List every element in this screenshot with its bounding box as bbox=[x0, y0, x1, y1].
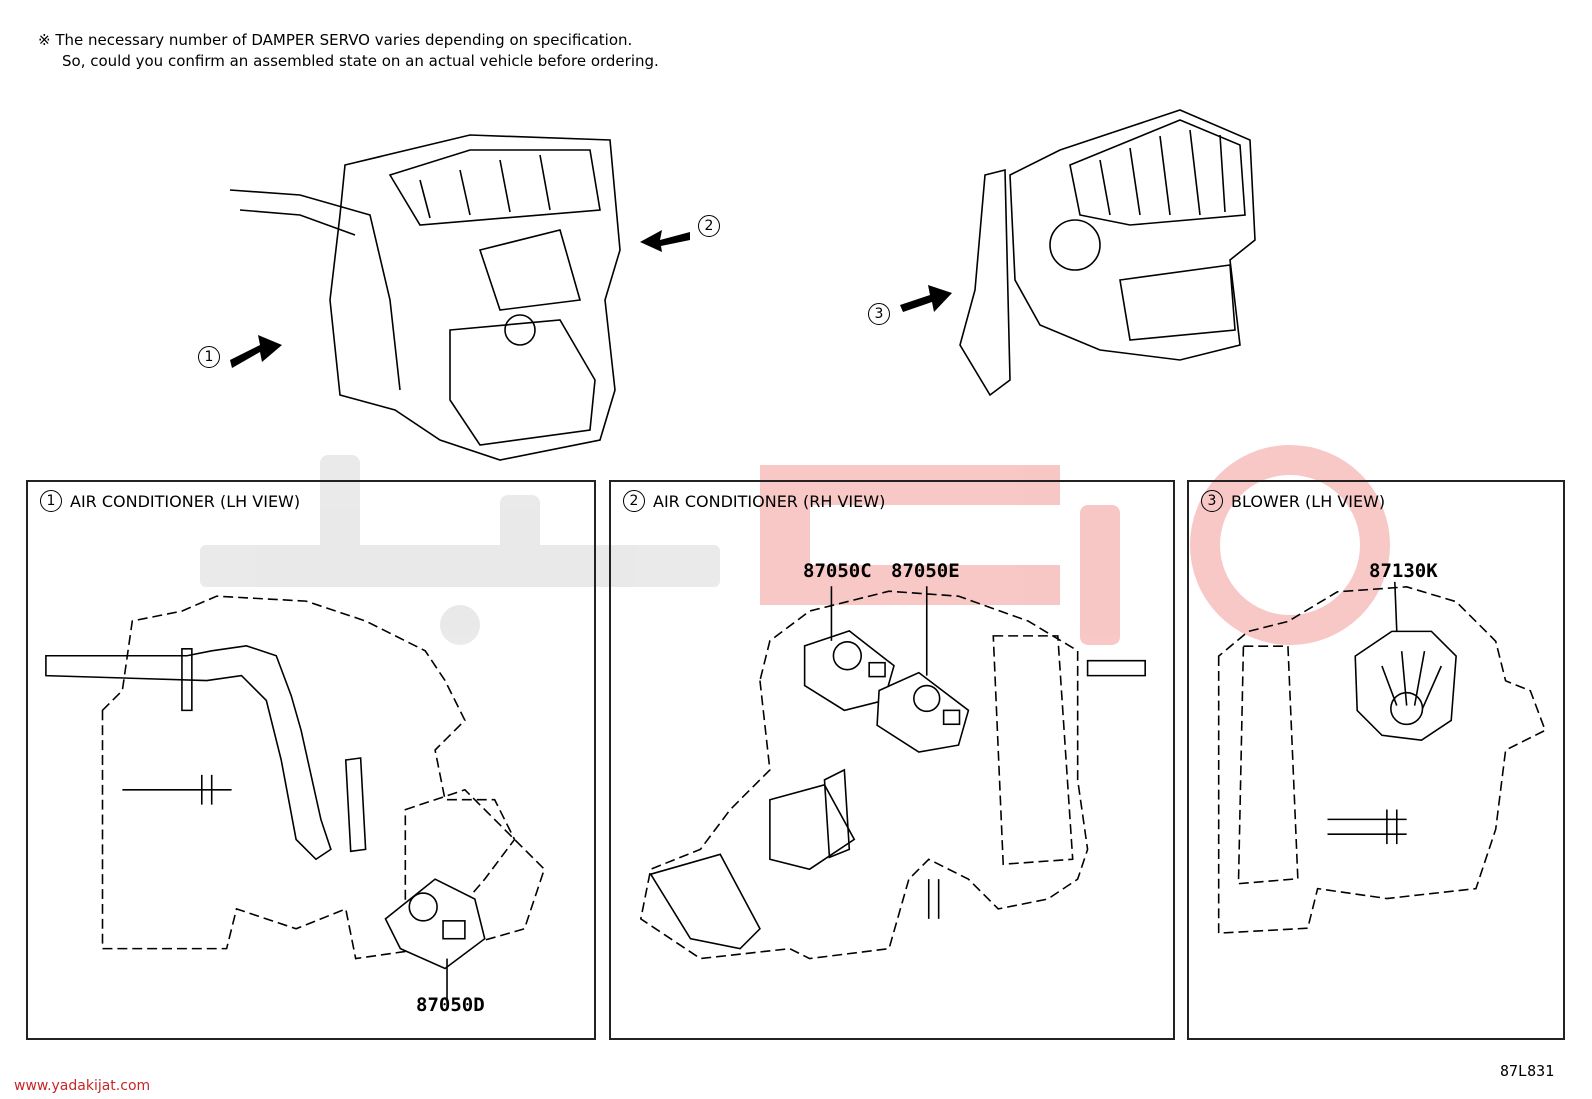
blower-motor-87130k bbox=[1354, 581, 1457, 742]
website-link[interactable]: www.yadakijat.com bbox=[14, 1078, 151, 1094]
blower-lh-view-drawing bbox=[1217, 581, 1547, 934]
blower-unit-sketch bbox=[959, 168, 1011, 397]
ac-unit-lh-sketch bbox=[329, 134, 621, 461]
panel-title-text: AIR CONDITIONER (LH VIEW) bbox=[70, 491, 301, 511]
arrow-3 bbox=[900, 285, 952, 312]
panel-blower-lh-view: 3 BLOWER (LH VIEW) 87130K bbox=[1187, 480, 1565, 1040]
callout-1: 1 bbox=[198, 346, 220, 368]
damper-servo-87050e bbox=[876, 586, 970, 753]
callout-number: 3 bbox=[868, 303, 890, 325]
panel-title: 1 AIR CONDITIONER (LH VIEW) bbox=[40, 490, 300, 512]
specification-note-line-2: So, could you confirm an assembled state… bbox=[62, 52, 659, 70]
panel-title: 3 BLOWER (LH VIEW) bbox=[1201, 490, 1385, 512]
overview-illustration bbox=[229, 109, 1256, 461]
panel-title-text: AIR CONDITIONER (RH VIEW) bbox=[653, 491, 886, 511]
arrow-2 bbox=[640, 230, 690, 252]
damper-servo-87050d bbox=[384, 878, 486, 1001]
specification-note-line-1: ※ The necessary number of DAMPER SERVO v… bbox=[38, 31, 633, 49]
part-number-87050d[interactable]: 87050D bbox=[416, 994, 485, 1016]
damper-servo-87050c bbox=[803, 586, 895, 712]
arrow-1 bbox=[230, 335, 282, 368]
panel-number: 1 bbox=[40, 490, 62, 512]
panel-ac-rh-view: 2 AIR CONDITIONER (RH VIEW) 87050C 87050… bbox=[609, 480, 1175, 1040]
diagram-code: 87L831 bbox=[1500, 1062, 1555, 1080]
panel-ac-lh-view: 1 AIR CONDITIONER (LH VIEW) 87050D bbox=[26, 480, 596, 1040]
ac-lh-view-drawing bbox=[45, 595, 546, 1001]
panel-title-text: BLOWER (LH VIEW) bbox=[1231, 491, 1386, 511]
part-number-87130k[interactable]: 87130K bbox=[1369, 560, 1438, 582]
ac-rh-view-drawing bbox=[639, 586, 1146, 960]
callout-number: 1 bbox=[198, 346, 220, 368]
part-number-87050e[interactable]: 87050E bbox=[891, 560, 960, 582]
panel-number: 3 bbox=[1201, 490, 1223, 512]
panel-number: 2 bbox=[623, 490, 645, 512]
callout-2: 2 bbox=[698, 215, 720, 237]
panel-title: 2 AIR CONDITIONER (RH VIEW) bbox=[623, 490, 885, 512]
part-number-87050c[interactable]: 87050C bbox=[803, 560, 872, 582]
callout-3: 3 bbox=[868, 303, 890, 325]
callout-number: 2 bbox=[698, 215, 720, 237]
